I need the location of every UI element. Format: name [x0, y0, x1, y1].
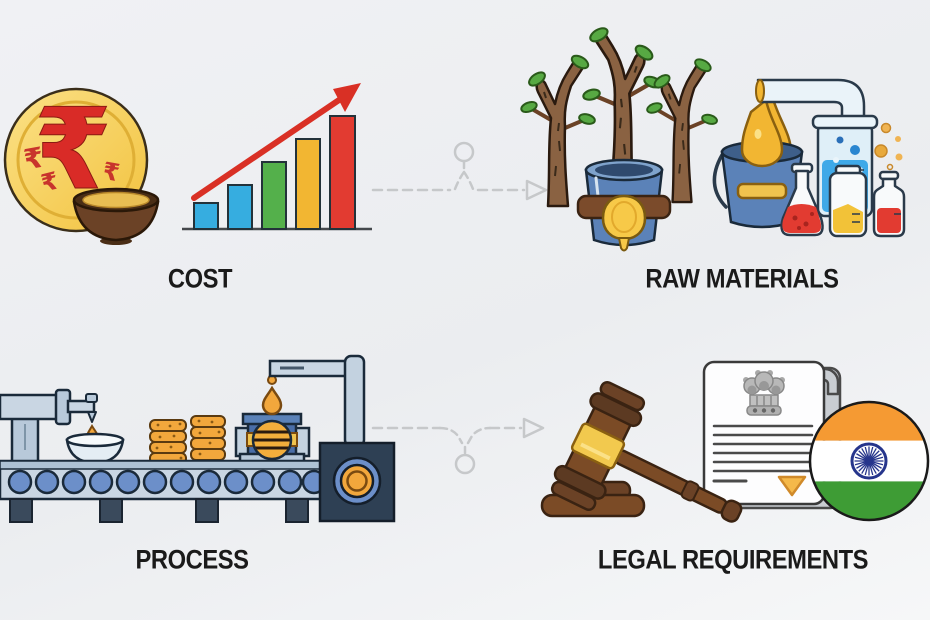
money-bowl-icon — [72, 187, 160, 245]
cost-label: COST — [167, 263, 233, 294]
connector-process-to-legal-requirements — [371, 417, 545, 475]
erlenmeyer-flask — [780, 162, 824, 237]
square-bottle — [828, 164, 868, 238]
connector-node-circle — [454, 453, 476, 475]
bar-3 — [261, 161, 287, 230]
growth-bar-chart-icon — [182, 83, 372, 231]
connector-cost-to-raw-materials — [371, 141, 548, 201]
bar-4 — [295, 138, 321, 230]
control-box — [318, 441, 396, 523]
conveyor-belt — [0, 459, 327, 523]
connector-arrowhead-icon — [525, 179, 548, 201]
biscuit-stacks — [149, 415, 226, 465]
control-button — [346, 470, 368, 492]
small-bottle — [872, 170, 906, 238]
dispenser-arm — [0, 388, 100, 465]
document-seal-triangle — [777, 475, 807, 497]
mixing-bowl — [65, 432, 125, 465]
sap-bucket-icon — [576, 158, 672, 252]
connector-node-circle — [453, 141, 475, 163]
droplet-icon — [261, 385, 283, 416]
conveyor-rollers — [7, 469, 327, 495]
conveyor-belt-machine-icon — [0, 354, 396, 523]
bucket-band — [736, 182, 788, 200]
bar-5 — [329, 115, 356, 230]
india-emblem-icon — [743, 370, 785, 416]
raw-materials-label: RAW MATERIALS — [645, 263, 839, 294]
press-machine — [234, 369, 311, 464]
conveyor-legs — [9, 498, 309, 523]
rupee-symbol-small: ₹ — [38, 166, 61, 197]
rupee-symbol-small: ₹ — [101, 157, 122, 187]
gavel-icon — [540, 380, 743, 523]
bucket-handle — [712, 153, 728, 209]
gavel-gold-band — [570, 422, 626, 470]
document-text-lines — [712, 424, 814, 483]
bar-2 — [227, 184, 253, 230]
ashoka-chakra-icon — [850, 442, 888, 480]
chemistry-set-icon — [712, 78, 906, 238]
legal-requirements-label: LEGAL REQUIREMENTS — [597, 544, 869, 575]
trend-arrow-icon — [191, 83, 361, 201]
connector-arrowhead-icon — [522, 417, 545, 439]
bubbles — [874, 122, 903, 171]
process-label: PROCESS — [135, 544, 249, 575]
bar-1 — [193, 202, 219, 230]
